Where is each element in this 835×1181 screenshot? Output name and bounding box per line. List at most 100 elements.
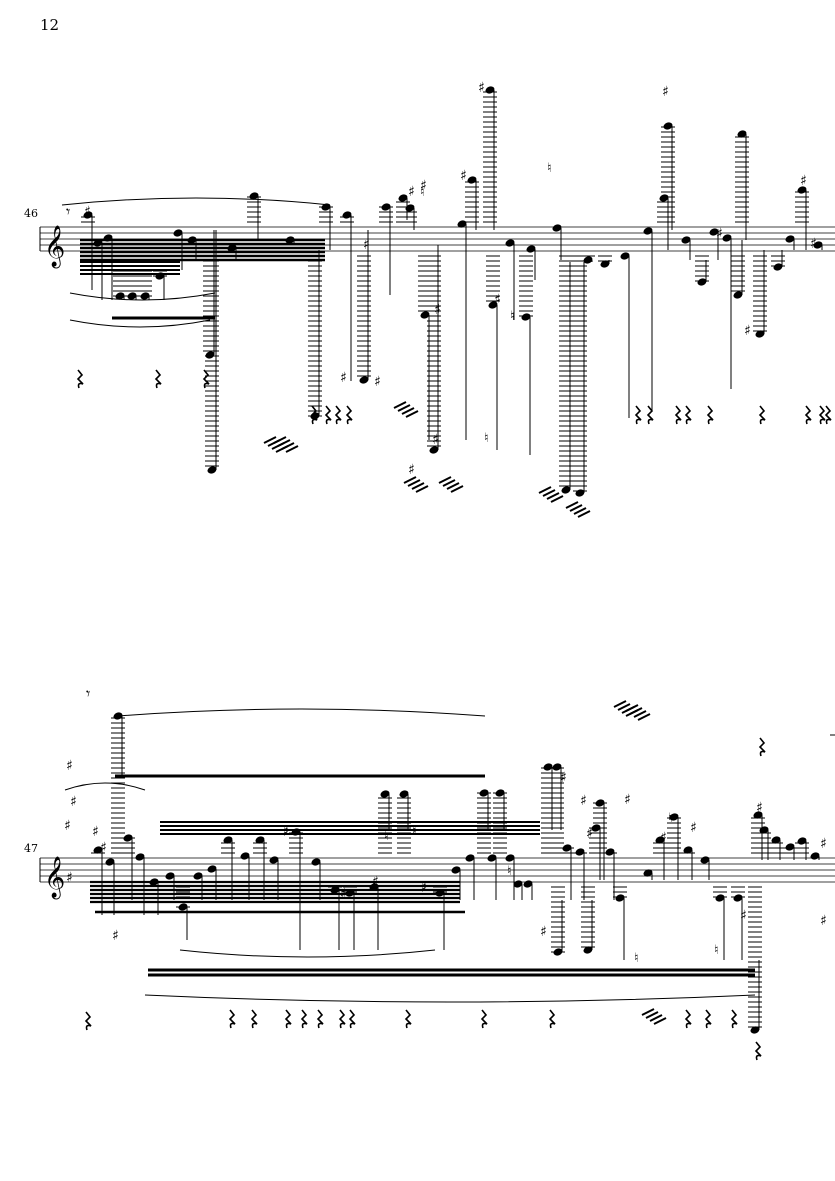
sharp-sign: ♯ [112, 928, 119, 944]
notehead [149, 878, 159, 886]
notehead [543, 763, 553, 771]
notehead [715, 894, 725, 902]
sharp-sign: ♯ [66, 870, 73, 886]
tremolo-stroke [401, 407, 415, 415]
tremolo-stroke [446, 482, 460, 490]
rest [202, 369, 210, 389]
rest [754, 1041, 762, 1061]
sharp-sign: ♯ [662, 84, 669, 100]
tremolo-stroke [546, 492, 560, 500]
sharp-sign: ♯ [374, 374, 381, 390]
notehead [659, 194, 669, 202]
rest [345, 405, 353, 425]
sharp-sign: ♯ [372, 874, 379, 890]
notehead [311, 858, 321, 866]
tremolo-stroke [641, 1008, 655, 1016]
notehead [488, 301, 498, 309]
sharp-sign: ♯ [624, 792, 631, 808]
notehead [465, 854, 475, 862]
sharp-sign: ♯ [64, 818, 71, 834]
tie [69, 292, 216, 301]
notehead [505, 854, 515, 862]
notehead [227, 244, 237, 252]
notehead [249, 192, 259, 200]
notehead [681, 236, 691, 244]
rest [818, 405, 826, 425]
rest [76, 369, 84, 389]
notehead [457, 220, 467, 228]
eighth-rest: 𝄾 [66, 202, 70, 221]
sharp-sign: ♯ [660, 830, 667, 846]
sharp-sign: ♯ [460, 168, 467, 184]
notehead [187, 236, 197, 244]
sharp-sign: ♯ [340, 370, 347, 386]
notehead [285, 236, 295, 244]
tremolo-stroke [645, 1011, 659, 1019]
notehead [135, 853, 145, 861]
notehead [240, 852, 250, 860]
tremolo-stroke [569, 504, 583, 512]
sharp-sign: ♯ [800, 173, 807, 189]
notehead [451, 866, 461, 874]
sharp-sign: ♯ [716, 226, 723, 242]
tie [61, 197, 331, 206]
notehead [399, 790, 409, 798]
notehead [785, 235, 795, 243]
rest [334, 405, 342, 425]
sharp-sign: ♯ [756, 800, 763, 816]
sharp-sign: ♯ [282, 824, 289, 840]
rest [404, 1009, 412, 1029]
notehead [255, 836, 265, 844]
tremolo-stroke [573, 507, 587, 515]
notehead [521, 313, 531, 321]
notehead [600, 260, 610, 268]
notehead [291, 828, 301, 836]
notehead [575, 848, 585, 856]
tie [69, 319, 211, 328]
notehead [773, 263, 783, 271]
notehead [663, 122, 673, 130]
page-number: 12 [40, 16, 60, 34]
notehead [759, 826, 769, 834]
rest [480, 1009, 488, 1029]
sharp-sign: ♯ [420, 880, 427, 896]
notehead [207, 466, 217, 474]
sharp-sign: ♯ [420, 178, 427, 194]
tremolo-stroke [577, 510, 591, 518]
rest [634, 405, 642, 425]
tremolo-stroke [411, 482, 425, 490]
notehead [737, 130, 747, 138]
notehead [750, 1026, 760, 1034]
tremolo-stroke [565, 501, 579, 509]
notehead [429, 446, 439, 454]
notehead [583, 946, 593, 954]
tremolo-stroke [613, 700, 627, 708]
notehead [733, 291, 743, 299]
sharp-sign: ♯ [540, 924, 547, 940]
tremolo-stroke [415, 485, 429, 493]
measure-number-46: 46 [24, 207, 38, 220]
rest [348, 1009, 356, 1029]
rest [758, 737, 766, 757]
rest [548, 1009, 556, 1029]
notehead [269, 856, 279, 864]
tremolo-stroke [285, 445, 299, 453]
tremolo-stroke [405, 410, 419, 418]
treble-clef: 𝄞 [44, 856, 65, 899]
tie [179, 949, 436, 958]
natural-sign: ♮ [547, 161, 552, 176]
rest [706, 405, 714, 425]
natural-sign: ♮ [412, 824, 417, 839]
staff-system-47: 𝄞♯♯♯♯♯♯♯♯♯♯♯♯♯♯♯♯♯♯♯♯♯♯♮♮♮♮♮♮𝄾 [39, 684, 835, 1061]
tremolo-stroke [625, 704, 639, 712]
sharp-sign: ♯ [690, 820, 697, 836]
notehead [722, 234, 732, 242]
notehead [669, 813, 679, 821]
notehead [733, 894, 743, 902]
rest [684, 405, 692, 425]
rest [84, 1011, 92, 1031]
rest [300, 1009, 308, 1029]
notehead [552, 224, 562, 232]
notehead [513, 880, 523, 888]
notehead [620, 252, 630, 260]
